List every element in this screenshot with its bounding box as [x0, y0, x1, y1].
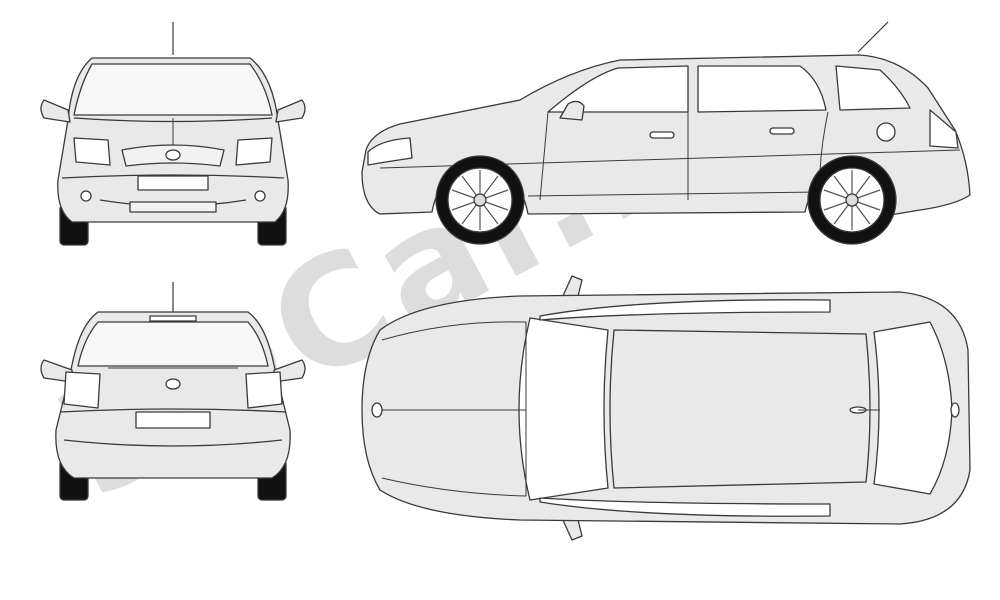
front-right-foglight: [254, 190, 266, 202]
top-windshield: [518, 317, 609, 501]
rear-license-plate: [135, 411, 211, 429]
rear-window: [77, 321, 269, 367]
front-right-headlight: [235, 137, 273, 166]
rear-right-mirror: [273, 359, 306, 383]
side-view: [361, 21, 971, 245]
side-mirror: [559, 100, 585, 121]
top-roof: [609, 329, 871, 489]
rear-logo: [165, 378, 181, 390]
side-front-door-handle: [649, 131, 675, 139]
side-rear-window: [697, 65, 827, 113]
side-rear-door-handle: [769, 127, 795, 135]
side-taillight: [929, 109, 959, 149]
side-antenna: [857, 21, 889, 53]
front-view: [40, 22, 306, 246]
rear-right-taillight: [245, 371, 283, 409]
front-right-mirror: [275, 99, 306, 123]
front-logo: [165, 149, 181, 161]
front-left-headlight: [73, 137, 111, 166]
front-windshield: [73, 63, 273, 116]
side-rear-wheel: [807, 155, 897, 245]
top-rear-window: [873, 321, 953, 495]
top-front-logo: [371, 402, 383, 418]
side-fuel-cap: [876, 122, 896, 142]
rear-left-taillight: [63, 371, 101, 409]
side-front-window: [547, 65, 689, 113]
rear-left-mirror: [40, 359, 73, 383]
rear-third-brakelight: [149, 315, 197, 322]
front-left-mirror: [40, 99, 71, 123]
side-rear-quarter-glass: [835, 65, 911, 111]
top-view: [361, 275, 971, 541]
front-left-foglight: [80, 190, 92, 202]
top-rear-logo: [950, 402, 960, 418]
side-front-wheel: [435, 155, 525, 245]
rear-view: [40, 282, 306, 501]
side-headlight: [367, 137, 413, 166]
front-license-plate: [137, 175, 209, 191]
